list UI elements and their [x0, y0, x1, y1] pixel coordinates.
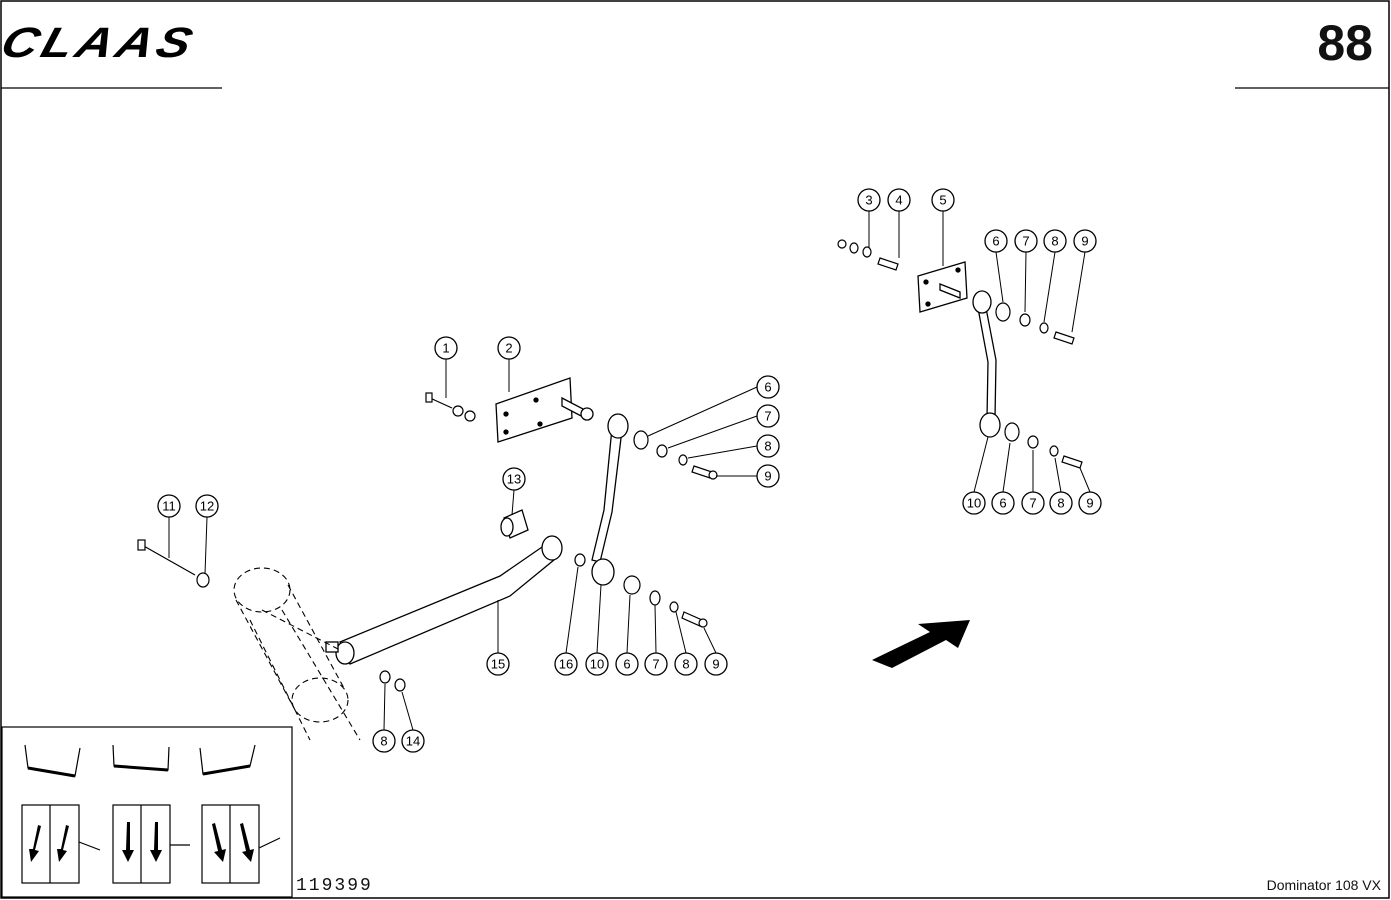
nut-part-12 [196, 572, 210, 588]
page-number: 88 [1317, 15, 1373, 71]
svg-text:14: 14 [406, 734, 420, 749]
svg-text:7: 7 [1022, 234, 1029, 249]
callout-11: 11 [157, 494, 181, 518]
callout-7-lower: 7 [644, 652, 668, 676]
frame-outline-dashed [233, 567, 361, 741]
svg-text:6: 6 [992, 234, 999, 249]
bolt-part-1 [425, 392, 476, 422]
orientation-inset [1, 726, 293, 898]
callout-6-right-top: 6 [984, 229, 1008, 253]
callout-6-lower: 6 [615, 652, 639, 676]
svg-text:10: 10 [967, 496, 981, 511]
svg-text:9: 9 [1086, 496, 1093, 511]
drawing-id: 119399 [296, 876, 373, 896]
svg-text:8: 8 [380, 734, 387, 749]
callout-7-right-top: 7 [1014, 229, 1038, 253]
leader-lines [168, 211, 1091, 731]
callout-2: 2 [497, 336, 521, 360]
svg-text:8: 8 [1051, 234, 1058, 249]
inset-arrows [29, 822, 254, 862]
sleeve-part-13 [500, 509, 529, 539]
nut-part-14 [394, 678, 406, 692]
svg-text:11: 11 [162, 499, 176, 514]
svg-text:15: 15 [491, 657, 505, 672]
svg-text:1: 1 [442, 341, 449, 356]
callout-8-right-top: 8 [1043, 229, 1067, 253]
bushing-washer-set-right-upper [995, 302, 1075, 345]
callout-14: 14 [401, 729, 425, 753]
callout-9-lower: 9 [704, 652, 728, 676]
callout-10-right-bottom: 10 [962, 491, 986, 515]
svg-text:8: 8 [764, 439, 771, 454]
bushing-washer-set-upper [633, 430, 718, 480]
callout-1: 1 [434, 336, 458, 360]
svg-text:6: 6 [999, 496, 1006, 511]
svg-text:7: 7 [652, 657, 659, 672]
svg-text:9: 9 [1081, 234, 1088, 249]
svg-text:3: 3 [865, 193, 872, 208]
callout-7-upper: 7 [756, 404, 780, 428]
callout-4: 4 [887, 188, 911, 212]
bolt-part-11 [137, 539, 196, 576]
small-parts-3-4 [837, 239, 899, 271]
callout-16: 16 [554, 652, 578, 676]
callout-6-upper: 6 [756, 375, 780, 399]
lever-part-10-left [591, 413, 629, 586]
svg-text:6: 6 [764, 380, 771, 395]
callout-9-upper: 9 [756, 464, 780, 488]
callout-8-rod: 8 [372, 729, 396, 753]
svg-text:8: 8 [1057, 496, 1064, 511]
callout-7-right-bottom: 7 [1021, 491, 1045, 515]
svg-text:2: 2 [505, 341, 512, 356]
direction-arrow [872, 620, 970, 668]
washer-part-8-rod [379, 670, 391, 684]
callout-13: 13 [502, 467, 526, 491]
svg-text:10: 10 [590, 657, 604, 672]
callout-10-lower: 10 [585, 652, 609, 676]
callout-5: 5 [931, 188, 955, 212]
svg-text:16: 16 [559, 657, 573, 672]
svg-text:12: 12 [200, 499, 214, 514]
callout-12: 12 [195, 494, 219, 518]
callout-8-right-bottom: 8 [1049, 491, 1073, 515]
connecting-rod-part-15 [325, 535, 563, 665]
svg-text:9: 9 [764, 469, 771, 484]
svg-text:8: 8 [682, 657, 689, 672]
callout-9-right-top: 9 [1073, 229, 1097, 253]
model-name: Dominator 108 VX [1266, 877, 1381, 893]
bushing-washer-set-right-lower [1004, 422, 1083, 469]
brand-logo: CLAAS [0, 18, 202, 67]
svg-text:7: 7 [764, 409, 771, 424]
svg-text:6: 6 [623, 657, 630, 672]
svg-text:9: 9 [712, 657, 719, 672]
svg-text:13: 13 [507, 472, 521, 487]
lever-part-10-right [972, 290, 1001, 438]
callout-15: 15 [486, 652, 510, 676]
callout-6-right-bottom: 6 [991, 491, 1015, 515]
svg-text:5: 5 [939, 193, 946, 208]
callout-8-lower: 8 [674, 652, 698, 676]
callout-8-upper: 8 [756, 434, 780, 458]
callout-9-right-bottom: 9 [1078, 491, 1102, 515]
washer-part-16 [574, 553, 586, 567]
mounting-plate-part-2 [495, 377, 594, 443]
svg-text:4: 4 [895, 193, 902, 208]
mounting-plate-part-5 [917, 261, 968, 313]
callout-3: 3 [857, 188, 881, 212]
svg-text:7: 7 [1029, 496, 1036, 511]
bushing-washer-set-lower [623, 575, 708, 628]
